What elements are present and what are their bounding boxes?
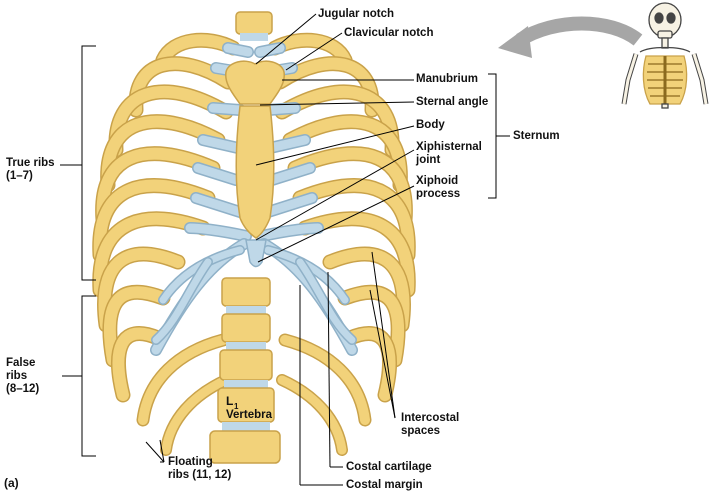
ribs-left-side [100, 40, 233, 450]
xiphisternal-joint-label: Xiphisternal joint [416, 141, 482, 167]
floating-ribs-line-1: Floating [168, 456, 213, 468]
jugular-notch-label: Jugular notch [318, 8, 395, 20]
xiphisternal-joint-line-2: joint [416, 154, 441, 166]
intercostal-spaces-label: Intercostal spaces [401, 412, 459, 438]
panel-label: (a) [4, 476, 19, 490]
vertebra-letter: L [226, 394, 233, 408]
vertebra-word: Vertebra [226, 409, 273, 421]
ribs-right-side [267, 32, 416, 456]
false-ribs-line-3: (8–12) [6, 383, 40, 395]
false-ribs-label: False ribs (8–12) [6, 357, 39, 396]
upper-vertebra [235, 11, 273, 41]
body-label: Body [416, 119, 445, 131]
xiphisternal-joint-line-1: Xiphisternal [416, 141, 482, 153]
curved-arrow-icon [498, 16, 643, 58]
intercostal-spaces-line-1: Intercostal [401, 412, 460, 424]
sternal-angle-label: Sternal angle [416, 96, 489, 108]
xiphoid-process-line-2: process [416, 188, 461, 200]
costal-margin-label: Costal margin [346, 479, 423, 491]
vertebra-subscript: 1 [234, 402, 239, 411]
false-ribs-line-1: False [6, 357, 36, 369]
true-ribs-label: True ribs (1–7) [6, 157, 55, 183]
xiphoid-process-line-1: Xiphoid [416, 175, 459, 187]
manubrium-label: Manubrium [416, 73, 478, 85]
false-ribs-line-2: ribs [6, 370, 28, 382]
xiphoid-process [245, 239, 267, 268]
xiphoid-process-label: Xiphoid process [416, 175, 460, 201]
vertebra-label: L 1 Vertebra [226, 394, 273, 421]
true-ribs-line-2: (1–7) [6, 170, 33, 182]
sternum-label: Sternum [513, 130, 560, 142]
leader-lines [60, 13, 510, 486]
skeleton-figure-icon [621, 2, 709, 109]
floating-ribs-label: Floating ribs (11, 12) [168, 456, 231, 482]
intercostal-spaces-line-2: spaces [401, 425, 441, 437]
manubrium [225, 60, 285, 105]
floating-ribs-line-2: ribs (11, 12) [168, 469, 232, 481]
costal-cartilage-label: Costal cartilage [346, 461, 432, 473]
sternum [225, 60, 285, 268]
true-ribs-line-1: True ribs [6, 157, 55, 169]
clavicular-notch-label: Clavicular notch [344, 27, 434, 39]
sternum-body [235, 105, 275, 239]
vertebral-column [209, 277, 281, 464]
costal-cartilages [150, 42, 358, 356]
